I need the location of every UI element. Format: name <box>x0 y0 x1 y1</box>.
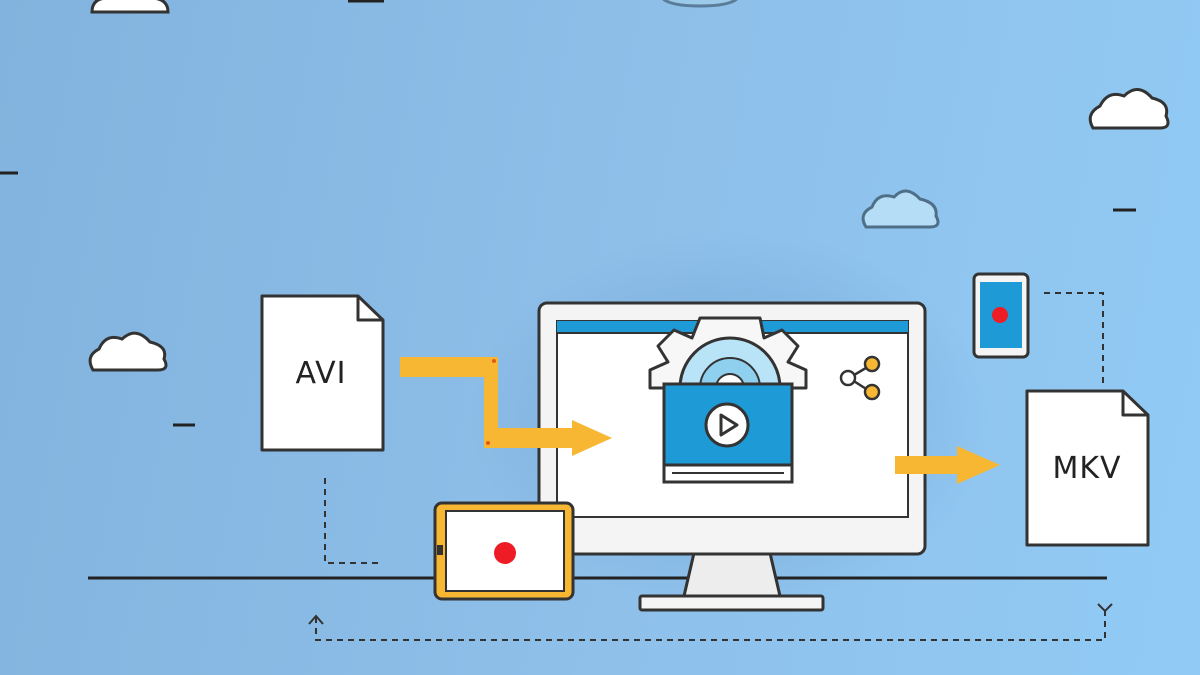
record-icon <box>494 542 516 564</box>
cloud-icon <box>662 0 738 8</box>
gear-icon <box>648 316 808 390</box>
decor-dashes <box>0 0 1136 427</box>
dashed-connectors <box>315 292 1106 641</box>
monitor-stand <box>638 551 825 612</box>
cloud-icon <box>1088 88 1170 130</box>
cloud-icon <box>861 189 940 229</box>
file-icon-mkv <box>1025 389 1150 547</box>
conversion-arrow-in <box>400 357 612 456</box>
cloud-icon <box>90 0 170 14</box>
cloud-icon <box>88 331 168 372</box>
video-player <box>662 382 794 484</box>
phone-icon <box>972 272 1030 359</box>
arrowhead-up-icon <box>308 614 324 625</box>
file-label-mkv: MKV <box>1052 451 1122 486</box>
chevron-down-icon <box>1097 603 1113 613</box>
file-icon-avi <box>260 294 385 452</box>
record-icon <box>992 307 1008 323</box>
conversion-arrow-out <box>895 446 1000 484</box>
tablet-icon <box>433 501 575 601</box>
file-label-avi: AVI <box>295 356 347 391</box>
share-icon <box>839 355 881 401</box>
